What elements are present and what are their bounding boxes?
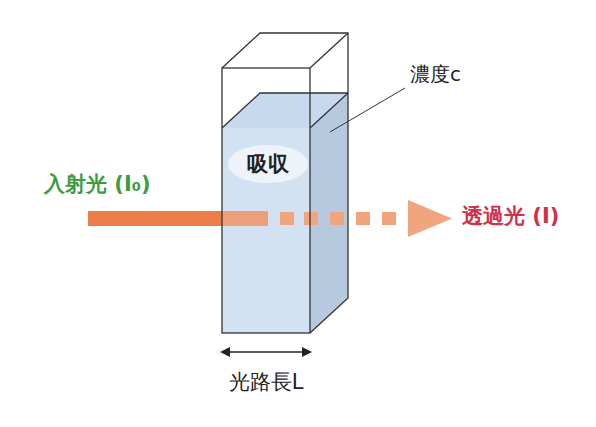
incident-beam: [88, 211, 268, 226]
liquid-surface: [222, 93, 348, 128]
liquid-front: [222, 128, 310, 333]
cuvette-outline: [222, 33, 348, 333]
absorption-ellipse: 吸収: [228, 145, 308, 183]
path-length-label: 光路長L: [229, 370, 304, 395]
concentration-label: 濃度c: [410, 62, 461, 86]
leader-line: [330, 88, 405, 132]
transmitted-light-label: 透過光 (I): [462, 204, 559, 229]
dimension-arrow: [220, 347, 312, 357]
transmitted-beam: [280, 200, 452, 237]
incident-light-label: 入射光 (I₀): [44, 172, 151, 197]
node-text: 吸収: [228, 150, 308, 178]
beam-in-liquid: [222, 211, 268, 226]
